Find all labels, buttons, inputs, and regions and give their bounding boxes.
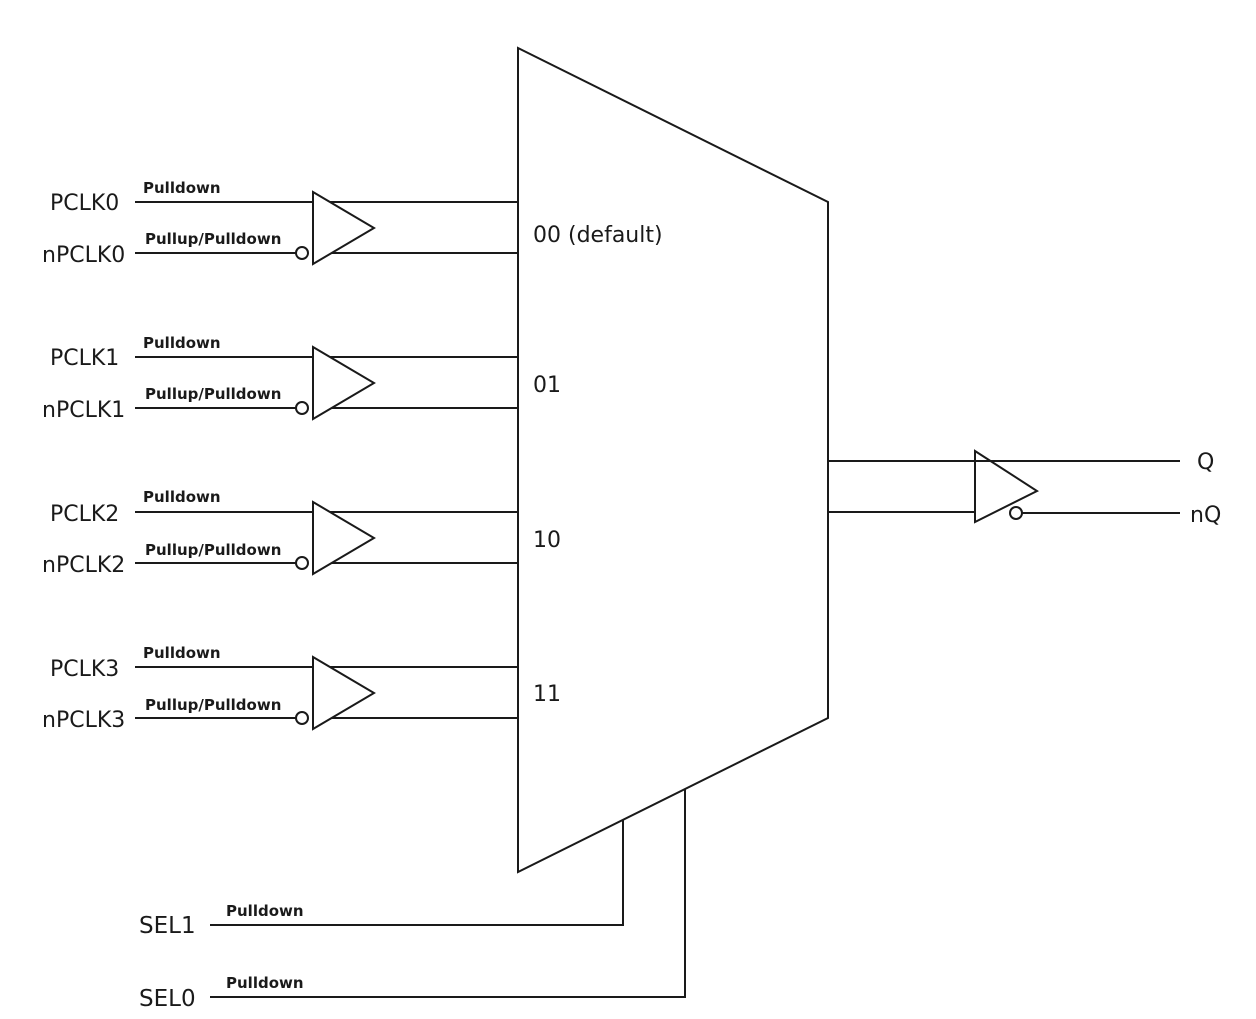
npclk1-pull-label: Pullup/Pulldown bbox=[145, 385, 281, 403]
select-code-2: 10 bbox=[533, 528, 561, 553]
output-driver: Q nQ bbox=[828, 449, 1221, 528]
pclk2-label: PCLK2 bbox=[50, 502, 119, 527]
select-code-3: 11 bbox=[533, 682, 561, 707]
pclk2-pull-label: Pulldown bbox=[143, 488, 221, 506]
pclk3-pull-label: Pulldown bbox=[143, 644, 221, 662]
npclk0-pull-label: Pullup/Pulldown bbox=[145, 230, 281, 248]
sel1-wire bbox=[210, 820, 624, 926]
pclk0-pull-label: Pulldown bbox=[143, 179, 221, 197]
receiver-buffer-2 bbox=[312, 500, 376, 576]
sel0-label: SEL0 bbox=[139, 986, 196, 1012]
receiver-buffer-3 bbox=[312, 655, 376, 731]
pclk1-label: PCLK1 bbox=[50, 346, 119, 371]
q-label: Q bbox=[1197, 450, 1214, 475]
select-code-1: 01 bbox=[533, 373, 561, 398]
npclk3-pull-label: Pullup/Pulldown bbox=[145, 696, 281, 714]
npclk0-label: nPCLK0 bbox=[42, 243, 125, 268]
nq-label: nQ bbox=[1190, 503, 1221, 528]
sel0-pull-label: Pulldown bbox=[226, 974, 304, 992]
select-code-0: 00 (default) bbox=[533, 223, 663, 248]
inverting-bubble-1 bbox=[295, 401, 309, 415]
sel1-pull-label: Pulldown bbox=[226, 902, 304, 920]
receiver-buffer-0 bbox=[312, 190, 376, 266]
input-pair-1: PCLK1 nPCLK1 Pulldown Pullup/Pulldown 01 bbox=[42, 334, 561, 423]
select-lines: SEL1 Pulldown SEL0 Pulldown bbox=[139, 789, 686, 1012]
npclk2-label: nPCLK2 bbox=[42, 553, 125, 578]
sel0-wire bbox=[210, 789, 686, 998]
npclk3-label: nPCLK3 bbox=[42, 708, 125, 733]
sel1-label: SEL1 bbox=[139, 913, 196, 939]
inverting-bubble-3 bbox=[295, 711, 309, 725]
receiver-buffer-1 bbox=[312, 345, 376, 421]
npclk1-label: nPCLK1 bbox=[42, 398, 125, 423]
input-pair-3: PCLK3 nPCLK3 Pulldown Pullup/Pulldown 11 bbox=[42, 644, 561, 733]
npclk2-pull-label: Pullup/Pulldown bbox=[145, 541, 281, 559]
mux-body bbox=[517, 46, 829, 874]
output-buffer bbox=[974, 449, 1040, 524]
inverting-bubble-0 bbox=[295, 246, 309, 260]
pclk3-label: PCLK3 bbox=[50, 657, 119, 682]
pclk0-label: PCLK0 bbox=[50, 191, 119, 216]
input-pair-2: PCLK2 nPCLK2 Pulldown Pullup/Pulldown 10 bbox=[42, 488, 561, 578]
output-inverting-bubble bbox=[1009, 506, 1023, 520]
input-pair-0: PCLK0 nPCLK0 Pulldown Pullup/Pulldown 00… bbox=[42, 179, 663, 268]
pclk1-pull-label: Pulldown bbox=[143, 334, 221, 352]
inverting-bubble-2 bbox=[295, 556, 309, 570]
